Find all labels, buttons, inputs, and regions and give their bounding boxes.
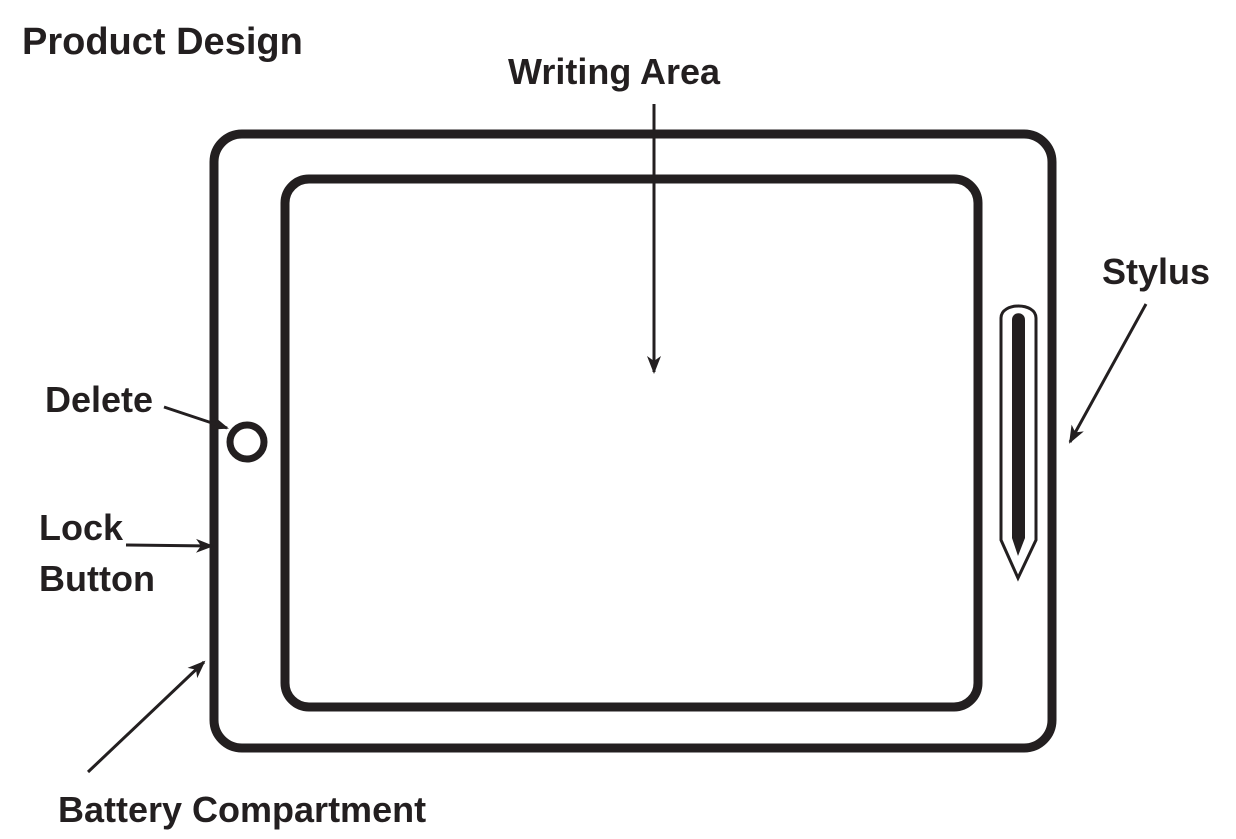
battery-compartment-arrow (86, 660, 206, 774)
delete-label: Delete (45, 379, 153, 420)
page-title: Product Design (22, 21, 303, 63)
lock-button-arrow (125, 538, 214, 553)
lock-button-label-line2: Button (39, 558, 155, 599)
lock-button-label-line1: Lock (39, 507, 124, 548)
battery-compartment-label: Battery Compartment (58, 789, 426, 830)
delete-arrow (163, 405, 229, 430)
stylus-label: Stylus (1102, 251, 1210, 292)
writing-area-screen (280, 174, 983, 712)
stylus-shape (999, 304, 1038, 582)
tablet-body (209, 129, 1057, 753)
writing-area-label: Writing Area (508, 51, 721, 92)
stylus-arrow (1068, 303, 1148, 444)
delete-button-shape (226, 421, 268, 463)
